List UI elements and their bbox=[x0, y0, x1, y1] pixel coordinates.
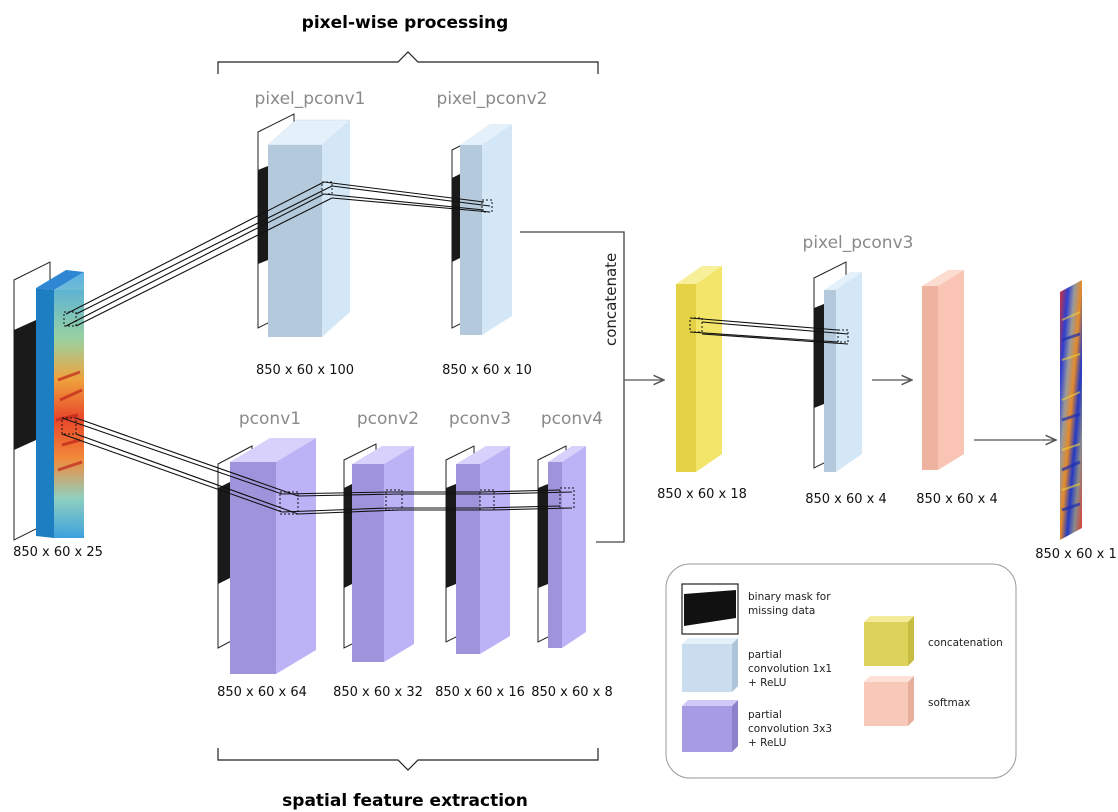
legend-conv3x3-line2: convolution 3x3 bbox=[748, 723, 832, 735]
pconv1-label: pconv1 bbox=[239, 409, 301, 429]
pixel-pconv2-label: pixel_pconv2 bbox=[437, 89, 548, 109]
pixel-pconv1-block bbox=[257, 113, 351, 337]
softmax-dims: 850 x 60 x 4 bbox=[916, 492, 998, 507]
pconv3-block bbox=[445, 445, 510, 654]
pconv1-dims: 850 x 60 x 64 bbox=[217, 685, 307, 700]
legend-conv1x1-line2: convolution 1x1 bbox=[748, 663, 832, 675]
legend-conv3x3-line1: partial bbox=[748, 709, 782, 721]
top-title: pixel-wise processing bbox=[302, 13, 509, 33]
concatenate-label: concatenate bbox=[602, 253, 620, 346]
softmax-icon bbox=[864, 676, 914, 726]
pixel-pconv3-block bbox=[813, 261, 862, 472]
bottom-brace bbox=[217, 748, 599, 771]
pconv2-dims: 850 x 60 x 32 bbox=[333, 685, 423, 700]
legend-concatenation: concatenation bbox=[928, 637, 1003, 649]
legend-conv1x1-line3: + ReLU bbox=[748, 677, 786, 689]
connection-lines bbox=[61, 181, 573, 515]
conv1x1-icon bbox=[682, 638, 738, 692]
concat-block bbox=[676, 266, 722, 472]
input-dims: 850 x 60 x 25 bbox=[13, 545, 103, 560]
legend-mask-line2: missing data bbox=[748, 605, 815, 617]
pconv3-label: pconv3 bbox=[449, 409, 511, 429]
pconv4-label: pconv4 bbox=[541, 409, 603, 429]
legend-mask-line1: binary mask for bbox=[748, 591, 831, 603]
input-block bbox=[13, 261, 84, 541]
pconv4-block bbox=[537, 445, 586, 648]
pixel-pconv1-label: pixel_pconv1 bbox=[255, 89, 366, 109]
pixel-pconv3-label: pixel_pconv3 bbox=[803, 233, 914, 253]
output-block bbox=[1060, 280, 1082, 540]
pixel-pconv3-lines bbox=[689, 317, 849, 345]
concatenation-icon bbox=[864, 616, 914, 666]
concat-dims: 850 x 60 x 18 bbox=[657, 487, 747, 502]
pconv2-label: pconv2 bbox=[357, 409, 419, 429]
pconv2-block bbox=[343, 443, 414, 662]
top-brace bbox=[217, 51, 599, 74]
pconv4-dims: 850 x 60 x 8 bbox=[531, 685, 613, 700]
pixel-pconv2-dims: 850 x 60 x 10 bbox=[442, 363, 532, 378]
legend: binary mask for missing data partial con… bbox=[665, 563, 1017, 779]
pixel-pconv3-dims: 850 x 60 x 4 bbox=[805, 492, 887, 507]
legend-softmax: softmax bbox=[928, 697, 970, 709]
concat-connector bbox=[520, 231, 664, 543]
bottom-title: spatial feature extraction bbox=[282, 791, 528, 811]
conv3x3-icon bbox=[682, 700, 738, 752]
mask-icon bbox=[681, 583, 739, 635]
pixel-pconv2-block bbox=[451, 124, 512, 335]
legend-conv1x1-line1: partial bbox=[748, 649, 782, 661]
legend-conv3x3-line3: + ReLU bbox=[748, 737, 786, 749]
pixel-pconv1-dims: 850 x 60 x 100 bbox=[256, 363, 354, 378]
output-dims: 850 x 60 x 1 bbox=[1035, 547, 1117, 562]
pconv3-dims: 850 x 60 x 16 bbox=[435, 685, 525, 700]
softmax-block bbox=[922, 270, 964, 470]
